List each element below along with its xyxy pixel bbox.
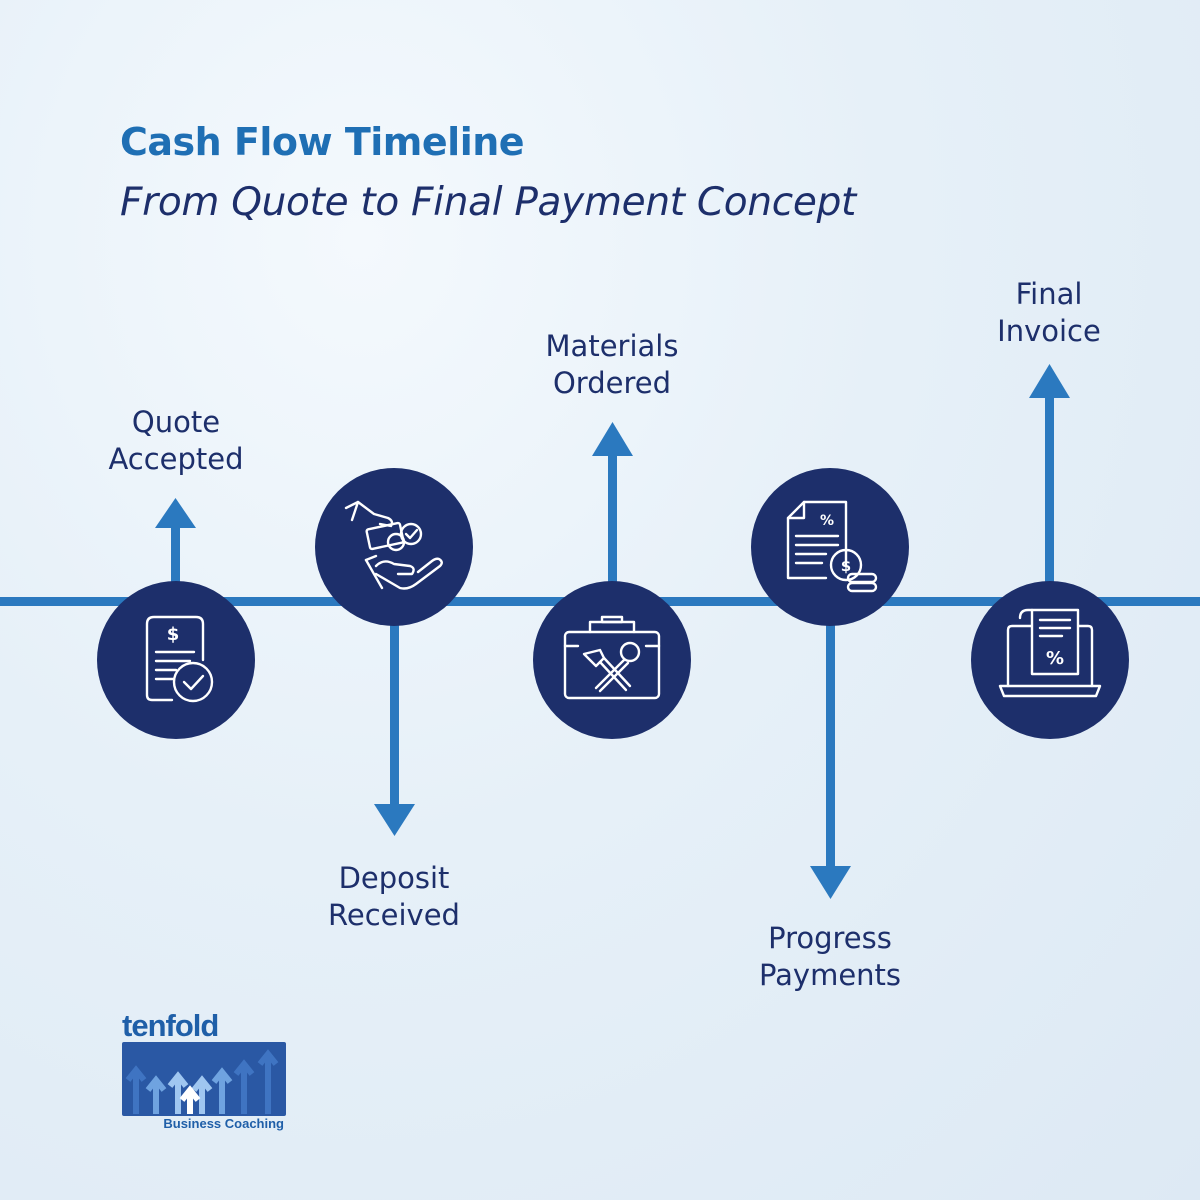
connectors	[155, 364, 1070, 899]
svg-text:$: $	[167, 624, 180, 645]
receipt-checkmark-icon: $	[145, 615, 214, 703]
laptop-invoice-icon: %	[998, 608, 1102, 698]
logo-arrows-badge	[122, 1042, 286, 1116]
step-label-line: Invoice	[997, 314, 1101, 348]
step-label-progress-payments: Progress Payments	[710, 920, 950, 994]
connector-stem-materials-ordered	[608, 452, 617, 582]
tenfold-logo: tenfold Business Coaching	[120, 1008, 290, 1138]
logo-wordmark: tenfold	[122, 1008, 219, 1043]
connector-stem-progress-payments	[826, 620, 835, 870]
step-label-line: Ordered	[552, 366, 672, 400]
step-label-line: Materials	[545, 329, 679, 363]
logo-tagline: Business Coaching	[163, 1116, 284, 1131]
connector-stem-deposit-received	[390, 620, 399, 805]
page-subtitle: From Quote to Final Payment Concept	[120, 180, 857, 225]
step-label-line: Final	[1015, 277, 1083, 311]
step-label-line: Received	[328, 898, 460, 932]
svg-text:%: %	[820, 513, 834, 529]
step-label-line: Deposit	[338, 861, 450, 895]
arrow-up-final-invoice	[1029, 364, 1070, 398]
connector-stem-final-invoice	[1045, 392, 1054, 582]
arrow-up-quote-accepted	[155, 498, 196, 528]
step-circle-materials-ordered	[533, 581, 691, 739]
step-circle-progress-payments	[751, 468, 909, 626]
svg-text:$: $	[841, 557, 851, 575]
connector-stem-quote-accepted	[171, 526, 180, 586]
step-label-final-invoice: Final Invoice	[929, 276, 1169, 350]
step-circle-deposit-received	[315, 468, 473, 626]
step-label-materials-ordered: Materials Ordered	[492, 328, 732, 402]
step-label-line: Progress	[768, 921, 892, 955]
page-title: Cash Flow Timeline	[120, 120, 525, 164]
step-label-line: Accepted	[108, 442, 244, 476]
step-label-line: Payments	[758, 958, 902, 992]
step-label-quote-accepted: Quote Accepted	[56, 404, 296, 478]
step-label-deposit-received: Deposit Received	[274, 860, 514, 934]
arrow-down-progress-payments	[810, 866, 851, 899]
hand-giving-money-icon	[344, 500, 443, 590]
svg-text:%: %	[1046, 648, 1064, 669]
arrow-down-deposit-received	[374, 804, 415, 836]
step-label-line: Quote	[131, 405, 221, 439]
arrow-up-materials-ordered	[592, 422, 633, 456]
toolbox-icon	[563, 615, 661, 700]
document-percent-coins-icon: % $	[786, 500, 878, 593]
